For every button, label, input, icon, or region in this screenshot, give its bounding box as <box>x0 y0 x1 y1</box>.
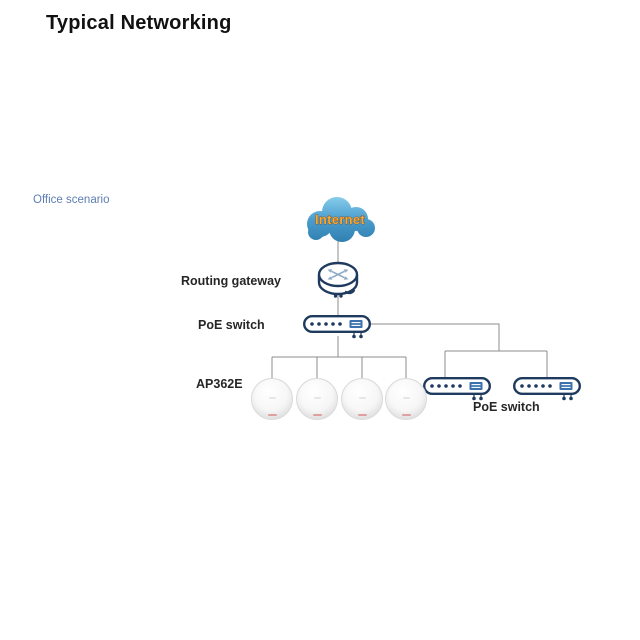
ap-model-label: AP362E <box>196 377 243 391</box>
internet-cloud-icon: Internet <box>300 194 380 246</box>
poe-switch-icon-right-2 <box>513 377 581 403</box>
poe-switch-right-label: PoE switch <box>473 400 540 414</box>
link-switch-rightbus <box>370 323 500 351</box>
switch-shape <box>423 377 491 401</box>
poe-switch-icon-main <box>303 315 371 341</box>
access-point-icon <box>385 378 427 420</box>
access-point-icon <box>341 378 383 420</box>
poe-switch-label: PoE switch <box>198 318 265 332</box>
router-icon <box>316 260 360 306</box>
access-point-icon <box>296 378 338 420</box>
page-title: Typical Networking <box>46 12 232 34</box>
access-point-icon <box>251 378 293 420</box>
switch-shape <box>513 377 581 401</box>
cloud-shape: Internet <box>307 197 375 242</box>
routing-gateway-label: Routing gateway <box>181 274 282 288</box>
scenario-label: Office scenario <box>33 194 110 206</box>
router-shape <box>317 261 359 298</box>
internet-label: Internet <box>315 212 365 227</box>
switch-shape <box>303 315 371 339</box>
poe-switch-icon-right-1 <box>423 377 491 403</box>
